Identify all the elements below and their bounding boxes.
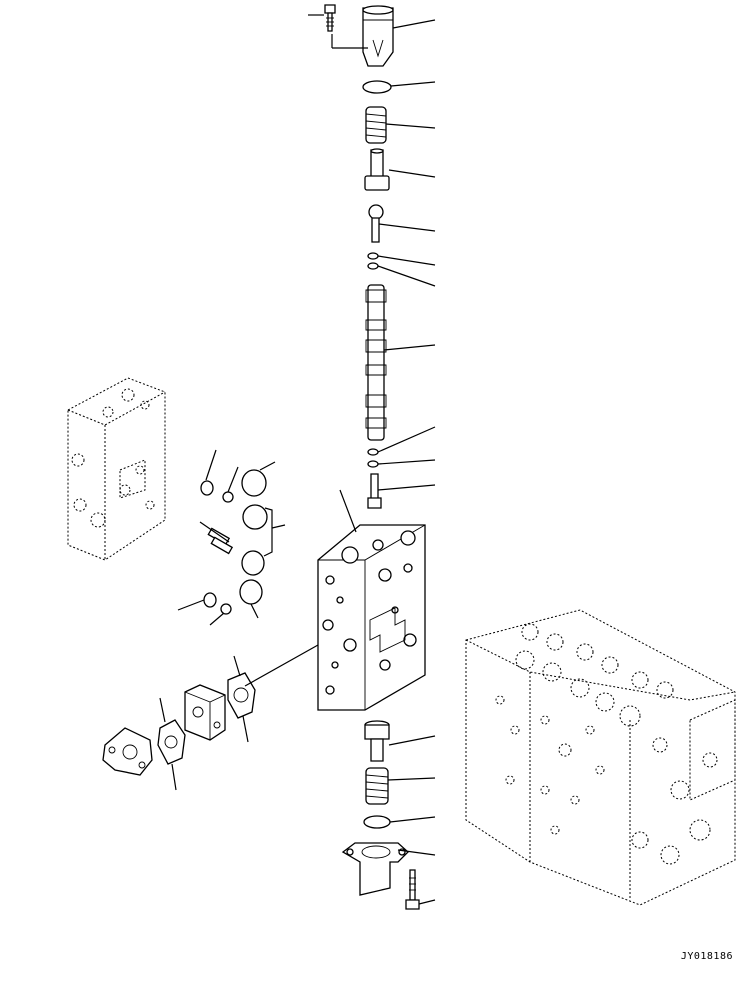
- o-ring-bottom: [364, 816, 390, 828]
- control-valve-section-overview: [68, 378, 165, 560]
- mounting-bolt-bottom: [406, 870, 419, 909]
- plug-pair: [208, 528, 232, 553]
- control-valve-assembly-overview: [466, 610, 735, 905]
- mounting-bolt-top: [325, 5, 335, 31]
- valve-body: [318, 525, 425, 710]
- spring-top: [366, 107, 386, 143]
- backup-ring-2: [368, 461, 378, 467]
- o-ring-set-left: [201, 470, 267, 614]
- spring-bottom: [366, 768, 388, 804]
- retainer-top: [365, 149, 389, 190]
- o-ring-small-2: [368, 449, 378, 455]
- backup-ring-1: [368, 263, 378, 269]
- o-ring-small-1: [368, 253, 378, 259]
- drawing-reference-code: JY018186: [680, 951, 733, 962]
- spool: [366, 285, 386, 440]
- plug: [369, 205, 383, 242]
- retainer-bottom: [365, 721, 389, 761]
- spring-cap-top: [363, 6, 393, 66]
- leader-lines: [160, 15, 435, 904]
- check-valve-pin: [368, 474, 381, 508]
- cover-block: [103, 685, 225, 775]
- o-ring-top: [363, 81, 391, 93]
- spring-cap-bottom: [343, 843, 408, 895]
